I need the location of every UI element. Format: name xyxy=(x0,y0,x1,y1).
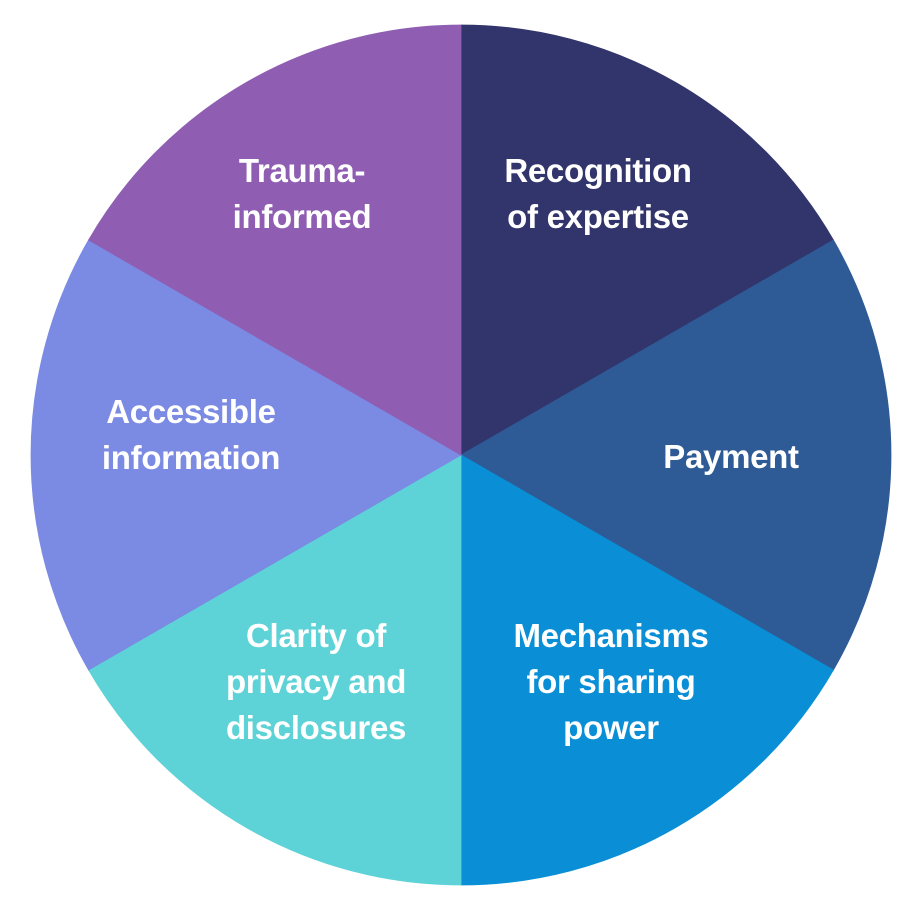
label-accessible: Accessible information xyxy=(102,393,280,476)
label-trauma-line: informed xyxy=(233,198,372,235)
label-accessible-line: Accessible xyxy=(106,393,275,430)
label-mechanisms-line: for sharing xyxy=(526,663,695,700)
label-recognition-line: of expertise xyxy=(507,198,689,235)
label-accessible-line: information xyxy=(102,439,280,476)
label-recognition-line: Recognition xyxy=(504,152,691,189)
label-clarity: Clarity of privacy and disclosures xyxy=(226,617,406,746)
label-clarity-line: disclosures xyxy=(226,709,406,746)
wedge-payment xyxy=(460,239,892,671)
wedge-clarity xyxy=(88,454,462,886)
wedge-accessible xyxy=(30,239,462,671)
wedge-recognition xyxy=(460,24,834,456)
wheel-wedges xyxy=(30,24,892,886)
wedge-trauma xyxy=(88,24,462,456)
label-trauma-line: Trauma- xyxy=(239,152,365,189)
label-trauma: Trauma-informed xyxy=(233,152,372,235)
label-payment-line: Payment xyxy=(663,438,799,475)
label-clarity-line: privacy and xyxy=(226,663,406,700)
label-recognition: Recognition of expertise xyxy=(504,152,691,235)
wheel-labels: Recognition of expertisePaymentMechanisms… xyxy=(102,152,799,746)
label-mechanisms: Mechanisms for sharing power xyxy=(513,617,708,746)
label-payment: Payment xyxy=(663,438,799,475)
wedge-mechanisms xyxy=(460,454,834,886)
label-mechanisms-line: Mechanisms xyxy=(513,617,708,654)
label-clarity-line: Clarity of xyxy=(246,617,387,654)
label-mechanisms-line: power xyxy=(563,709,659,746)
